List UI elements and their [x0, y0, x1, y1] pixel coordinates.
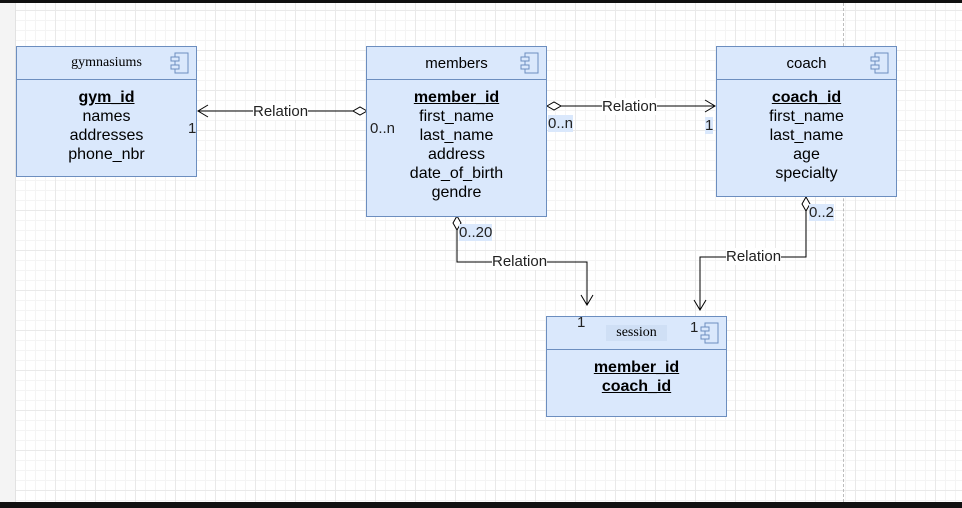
arrowhead-session-left: [580, 294, 594, 306]
entity-header: coach: [717, 47, 896, 80]
attribute: address: [428, 146, 485, 163]
entity-header: session: [547, 317, 726, 350]
attribute: age: [793, 146, 820, 163]
multiplicity-members-bottom: 0..20: [459, 224, 493, 241]
arrowhead-gymnasiums: [197, 104, 209, 118]
relation-label-members-gymnasiums[interactable]: Relation: [253, 103, 309, 120]
diamond-members-left: [351, 106, 369, 116]
component-icon: [700, 322, 719, 344]
multiplicity-gymnasiums: 1: [188, 120, 197, 137]
multiplicity-session-right: 1: [690, 319, 699, 336]
attribute-primary-key: coach_id: [601, 378, 672, 395]
attribute-list: coach_id first_name last_name age specia…: [717, 88, 896, 183]
attribute: specialty: [775, 165, 838, 182]
multiplicity-coach: 1: [705, 117, 714, 134]
entity-coach[interactable]: coach coach_id first_name last_name age …: [716, 46, 897, 197]
entity-header: members: [367, 47, 546, 80]
attribute: phone_nbr: [68, 146, 145, 163]
attribute: first_name: [769, 108, 844, 125]
attribute: last_name: [769, 127, 844, 144]
entity-title: session: [606, 325, 667, 341]
attribute-primary-key: coach_id: [771, 89, 842, 106]
entity-title: coach: [786, 54, 827, 72]
entity-members[interactable]: members member_id first_name last_name a…: [366, 46, 547, 217]
window-top-border: [0, 0, 962, 3]
multiplicity-members-right: 0..n: [548, 115, 574, 132]
diamond-members-right: [545, 101, 563, 111]
entity-gymnasiums[interactable]: gymnasiums gym_id names addresses phone_…: [16, 46, 197, 177]
page-break-line: [843, 3, 844, 502]
arrowhead-session-right: [693, 299, 707, 311]
attribute-list: member_id first_name last_name address d…: [367, 88, 546, 202]
attribute: first_name: [419, 108, 494, 125]
multiplicity-members-left: 0..n: [370, 120, 396, 137]
attribute: gendre: [431, 184, 482, 201]
diamond-coach-bottom: [801, 195, 811, 213]
arrowhead-coach: [704, 99, 716, 113]
entity-session[interactable]: session member_id coach_id: [546, 316, 727, 417]
attribute: names: [82, 108, 131, 125]
attribute-list: member_id coach_id: [547, 358, 726, 396]
window-bottom-border: [0, 502, 962, 508]
relation-label-members-session[interactable]: Relation: [492, 253, 548, 270]
attribute: addresses: [69, 127, 144, 144]
entity-title: members: [425, 54, 488, 72]
entity-title: gymnasiums: [71, 55, 142, 70]
relation-label-coach-session[interactable]: Relation: [726, 248, 782, 265]
attribute-primary-key: gym_id: [78, 89, 135, 106]
multiplicity-coach-bottom: 0..2: [809, 204, 835, 221]
attribute-primary-key: member_id: [413, 89, 500, 106]
entity-header: gymnasiums: [17, 47, 196, 80]
relation-label-members-coach[interactable]: Relation: [602, 98, 658, 115]
attribute: last_name: [419, 127, 494, 144]
multiplicity-session-left: 1: [577, 314, 586, 331]
component-icon: [520, 52, 539, 74]
attribute-list: gym_id names addresses phone_nbr: [17, 88, 196, 164]
component-icon: [870, 52, 889, 74]
left-gutter: [0, 3, 16, 502]
component-icon: [170, 52, 189, 74]
attribute: date_of_birth: [409, 165, 504, 182]
attribute-primary-key: member_id: [593, 359, 680, 376]
